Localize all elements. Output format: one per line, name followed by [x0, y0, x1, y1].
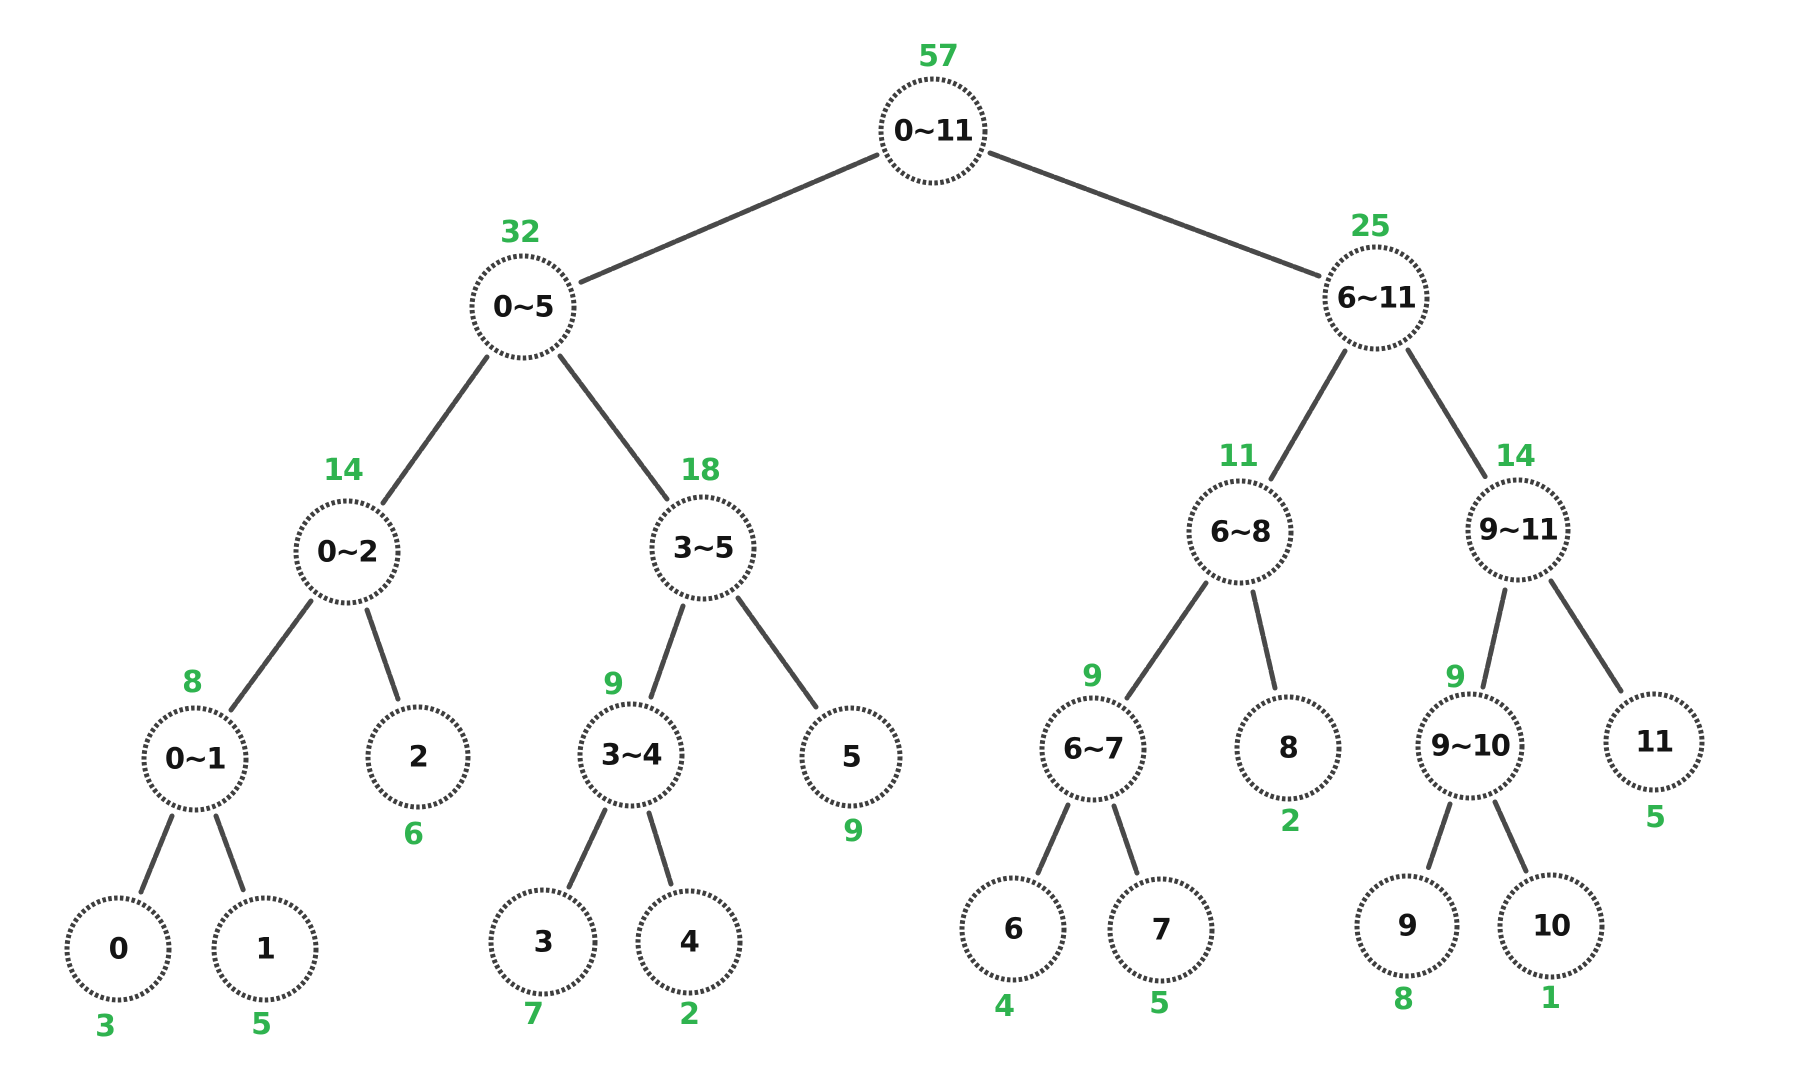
tree-edge — [576, 152, 880, 286]
node-sum-label: 57 — [918, 39, 959, 74]
node-sum-label: 2 — [679, 997, 700, 1032]
node-sum-label: 14 — [1495, 439, 1536, 474]
node-sum-label: 9 — [843, 814, 864, 849]
node-range-label: 2 — [408, 739, 429, 774]
tree-node-circle — [1039, 695, 1147, 803]
tree-node-circle — [1234, 694, 1342, 802]
node-sum-label: 5 — [1149, 986, 1170, 1021]
node-range-label: 0~1 — [164, 741, 227, 776]
tree-edge — [648, 603, 686, 700]
node-range-label: 0~11 — [893, 113, 974, 148]
tree-node-circle — [1107, 876, 1215, 984]
node-range-label: 7 — [1151, 912, 1172, 947]
tree-edge — [557, 353, 670, 502]
node-range-label: 9~10 — [1430, 728, 1511, 763]
tree-node-circle — [635, 888, 743, 996]
node-sum-label: 8 — [1393, 982, 1414, 1017]
tree-edge — [1250, 589, 1278, 691]
tree-edge — [1405, 347, 1489, 481]
tree-node-circle — [365, 704, 471, 810]
tree-edge — [1035, 802, 1071, 876]
tree-node-circle — [469, 253, 577, 361]
node-range-label: 5 — [841, 739, 862, 774]
tree-node-circle — [1322, 244, 1430, 352]
tree-node-circle — [211, 895, 319, 1003]
tree-node-circle — [959, 875, 1067, 983]
tree-edge — [1124, 580, 1209, 701]
node-range-label: 3~4 — [600, 737, 663, 772]
tree-node-circle — [799, 705, 903, 809]
tree-edge — [138, 813, 175, 895]
tree-edge — [1268, 348, 1348, 482]
tree-edge — [228, 598, 314, 713]
node-range-label: 6~11 — [1336, 280, 1417, 315]
node-range-label: 9 — [1397, 908, 1418, 943]
node-sum-label: 18 — [680, 453, 721, 488]
node-sum-label: 7 — [523, 997, 544, 1032]
tree-node-circle — [1465, 477, 1571, 583]
tree-node-circle — [1354, 873, 1460, 979]
tree-edge — [1480, 587, 1508, 690]
tree-node-circle — [649, 494, 757, 602]
node-range-label: 4 — [679, 924, 700, 959]
node-range-label: 6~7 — [1062, 731, 1125, 766]
tree-edge — [1492, 799, 1529, 874]
tree-node-circle — [1497, 872, 1605, 980]
tree-node-circle — [1186, 478, 1294, 586]
tree-node-circle — [577, 701, 685, 809]
tree-node-circle — [488, 887, 598, 997]
node-range-label: 0 — [108, 931, 129, 966]
node-sum-label: 9 — [1082, 659, 1103, 694]
node-sum-label: 5 — [251, 1007, 272, 1042]
node-sum-label: 4 — [994, 989, 1015, 1024]
node-sum-label: 32 — [500, 215, 541, 250]
node-sum-label: 14 — [323, 453, 364, 488]
tree-edge — [566, 807, 608, 890]
tree-edge — [1111, 803, 1140, 876]
node-sum-label: 6 — [403, 817, 424, 852]
node-range-label: 3~5 — [672, 530, 735, 565]
tree-edge — [646, 810, 674, 887]
node-sum-label: 8 — [182, 665, 203, 700]
tree-node-circle — [1415, 691, 1525, 801]
node-range-label: 11 — [1635, 724, 1674, 759]
node-sum-label: 5 — [1645, 800, 1666, 835]
node-range-label: 0~5 — [492, 289, 555, 324]
node-range-label: 9~11 — [1478, 512, 1559, 547]
node-sum-label: 3 — [95, 1009, 116, 1044]
node-sum-label: 25 — [1350, 209, 1391, 244]
node-range-label: 8 — [1278, 730, 1299, 765]
node-sum-label: 2 — [1280, 804, 1301, 839]
tree-edge — [1548, 578, 1624, 694]
tree-edge — [213, 813, 247, 895]
node-range-label: 1 — [255, 931, 276, 966]
node-sum-label: 9 — [1445, 660, 1466, 695]
node-sum-label: 11 — [1218, 439, 1259, 474]
node-sum-label: 1 — [1540, 981, 1561, 1016]
tree-edge — [380, 354, 490, 506]
tree-edge — [364, 607, 401, 702]
tree-node-circle — [878, 76, 988, 186]
tree-node-circle — [293, 498, 401, 606]
tree-node-circle — [64, 895, 172, 1003]
tree-node-circle — [141, 705, 249, 813]
node-range-label: 3 — [533, 924, 554, 959]
node-range-label: 10 — [1532, 908, 1571, 943]
tree-edge — [735, 595, 819, 710]
tree-edge — [1425, 801, 1453, 872]
node-range-label: 0~2 — [316, 534, 379, 569]
node-sum-label: 9 — [603, 667, 624, 702]
node-range-label: 6 — [1003, 911, 1024, 946]
node-range-label: 6~8 — [1209, 514, 1272, 549]
tree-node-circle — [1603, 691, 1705, 793]
tree-edge — [987, 150, 1322, 279]
